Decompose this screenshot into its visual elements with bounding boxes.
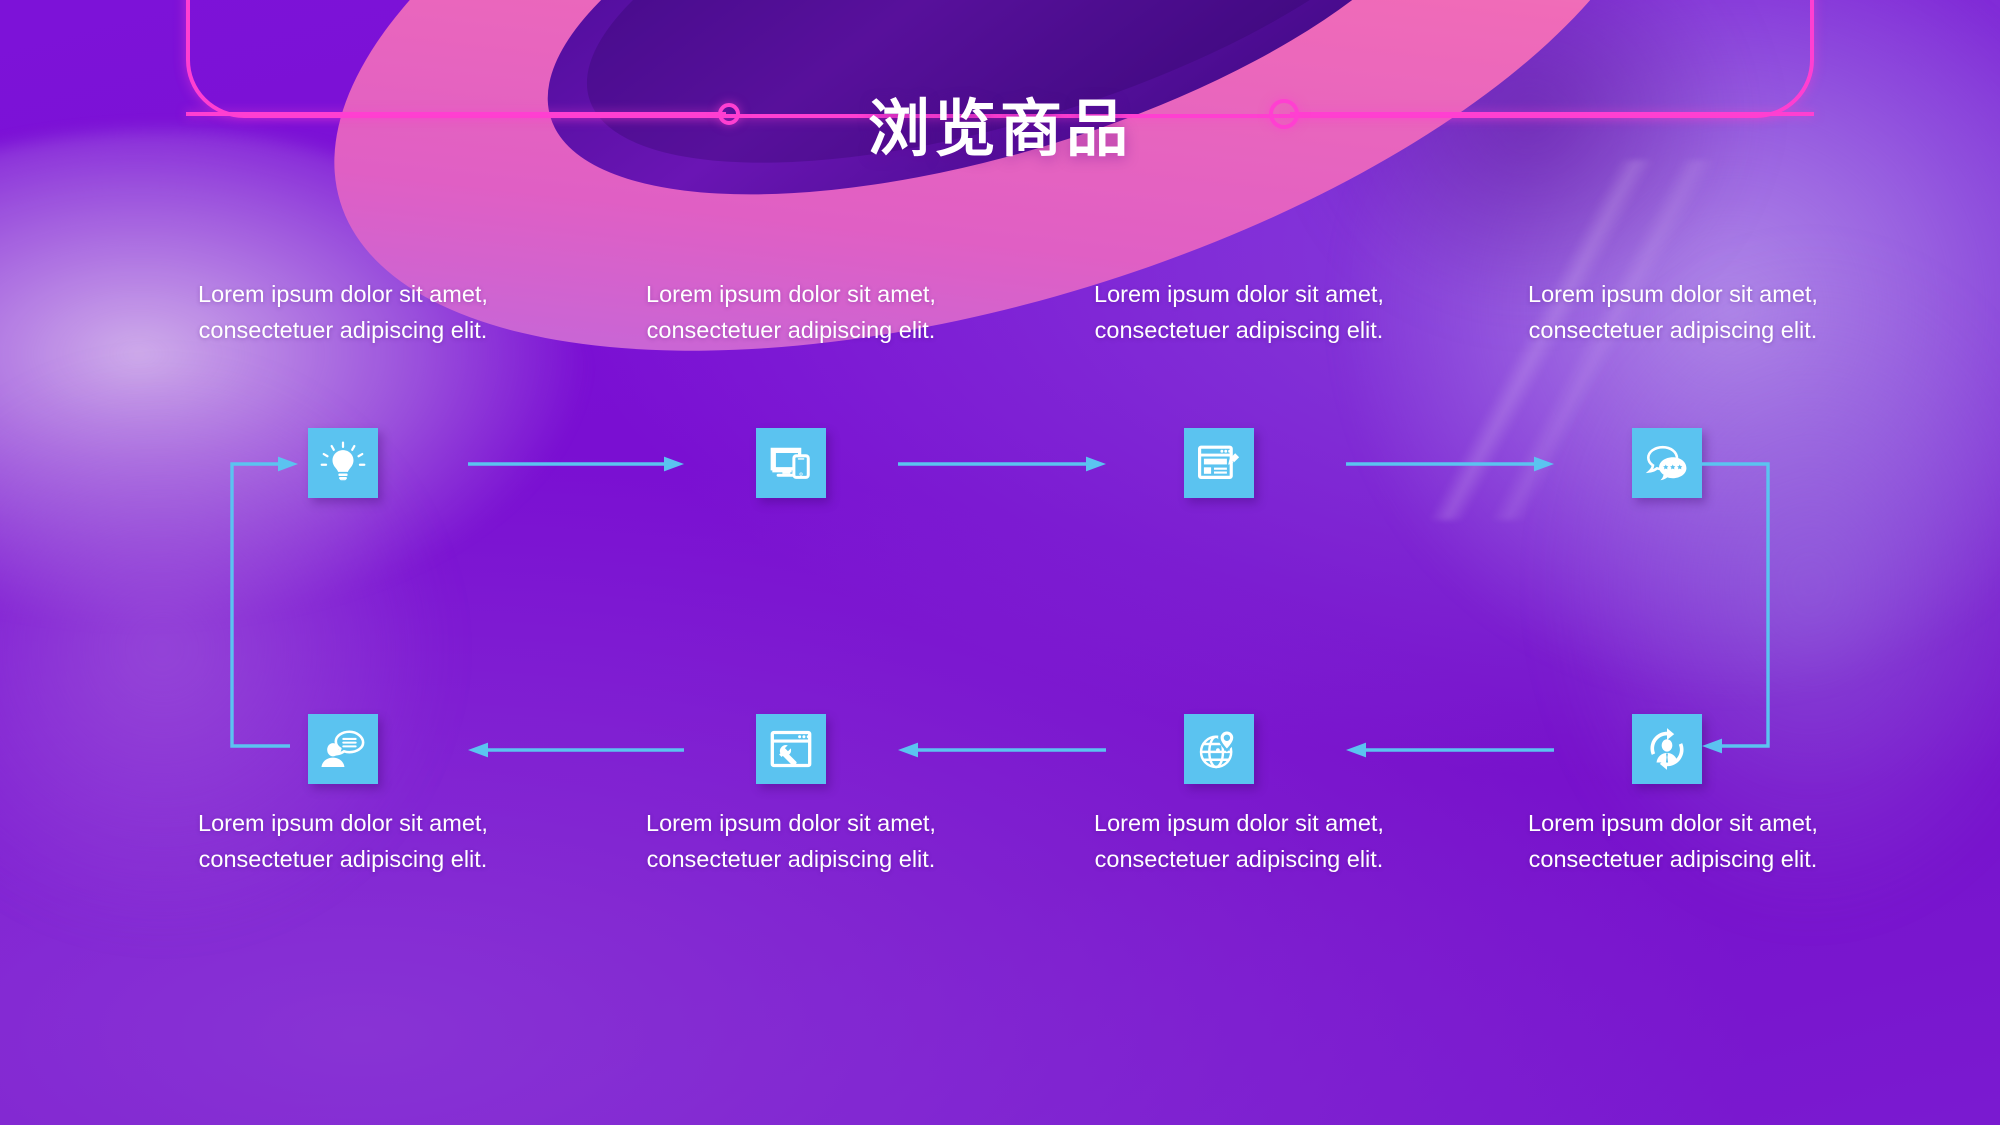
connector-arrow-2-3: [898, 455, 1106, 473]
step-tile-4[interactable]: [1632, 428, 1702, 498]
decor-node-left: [718, 103, 740, 125]
step-tile-6[interactable]: [1184, 714, 1254, 784]
step-text-2: Lorem ipsum dolor sit amet, consectetuer…: [646, 281, 936, 343]
page-title: 浏览商品: [867, 95, 1132, 164]
decor-node-right: [1269, 99, 1299, 129]
globe-location-pin-icon: [1196, 726, 1242, 772]
connector-arrow-3-4: [1346, 455, 1554, 473]
connector-bracket-right: [1700, 455, 1810, 755]
step-tile-5[interactable]: [1632, 714, 1702, 784]
step-tile-7[interactable]: [756, 714, 826, 784]
customer-cycle-icon: [1644, 726, 1690, 772]
responsive-devices-icon: [768, 440, 814, 486]
chat-review-stars-icon: [1644, 440, 1690, 486]
step-tile-2[interactable]: [756, 428, 826, 498]
decor-ribbon: [0, 0, 2000, 430]
person-chat-icon: [320, 726, 366, 772]
connector-arrow-5-6: [1346, 741, 1554, 759]
connector-arrow-1-2: [468, 455, 684, 473]
step-text-1: Lorem ipsum dolor sit amet, consectetuer…: [198, 281, 488, 343]
step-text-4: Lorem ipsum dolor sit amet, consectetuer…: [1528, 281, 1818, 343]
connector-arrow-7-8: [468, 741, 684, 759]
connector-arrow-6-7: [898, 741, 1106, 759]
browser-wrench-icon: [768, 726, 814, 772]
web-design-pencil-icon: [1196, 440, 1242, 486]
decor-frame-line-left: [186, 112, 726, 116]
step-text-3: Lorem ipsum dolor sit amet, consectetuer…: [1094, 281, 1384, 343]
step-text-5: Lorem ipsum dolor sit amet, consectetuer…: [1528, 810, 1818, 872]
step-tile-1[interactable]: [308, 428, 378, 498]
lightbulb-icon: [320, 440, 366, 486]
step-text-8: Lorem ipsum dolor sit amet, consectetuer…: [198, 810, 488, 872]
decor-frame-line-right: [1290, 112, 1814, 116]
step-text-7: Lorem ipsum dolor sit amet, consectetuer…: [646, 810, 936, 872]
step-tile-3[interactable]: [1184, 428, 1254, 498]
step-tile-8[interactable]: [308, 714, 378, 784]
connector-bracket-left: [190, 455, 320, 755]
decor-pink-frame: [186, 0, 1814, 118]
step-text-6: Lorem ipsum dolor sit amet, consectetuer…: [1094, 810, 1384, 872]
